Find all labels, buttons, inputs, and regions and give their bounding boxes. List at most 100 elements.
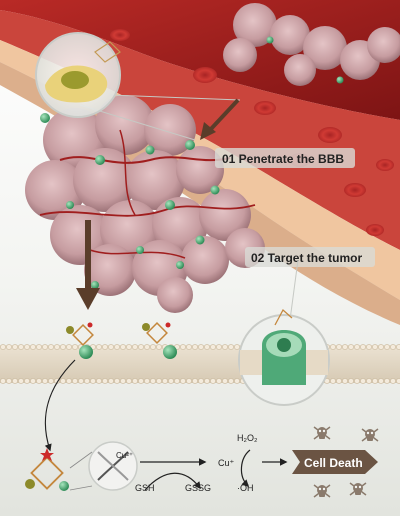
skull-icon [313,426,331,440]
nanoparticles [40,36,344,289]
lipid-head [114,378,120,384]
lipid-head [360,378,366,384]
lipid-head [342,344,348,350]
lipid-head [378,378,384,384]
skull-icon [361,428,379,442]
oh-text: ·OH [237,483,254,493]
lipid-head [66,378,72,384]
lipid-head [234,344,240,350]
red-blood-cell [193,67,217,83]
lipid-head [18,344,24,350]
lipid-head [24,344,30,350]
skull-icons [313,426,379,498]
lipid-head [186,378,192,384]
cu1-text: Cu⁺ [218,458,235,468]
lipid-head [12,344,18,350]
red-blood-cell [110,29,130,41]
step-1-label: 01 Penetrate the BBB [215,148,355,168]
arrow-internalize [44,359,76,452]
lipid-head [198,344,204,350]
membrane-nanoparticle-1 [66,322,94,359]
lipid-head [42,378,48,384]
lipid-head [18,378,24,384]
lipid-head [204,344,210,350]
lipid-head [162,378,168,384]
lipid-head [6,378,12,384]
lipid-head [192,344,198,350]
lipid-head [6,344,12,350]
lipid-head [36,344,42,350]
lipid-head [174,378,180,384]
lipid-head [348,378,354,384]
lipid-head [168,378,174,384]
lipid-head [48,344,54,350]
lipid-head [132,378,138,384]
lipid-head [390,344,396,350]
lipid-head [126,378,132,384]
lipid-head [66,344,72,350]
lipid-head [378,344,384,350]
lipid-head [36,378,42,384]
lipid-head [138,378,144,384]
lipid-head [108,344,114,350]
lipid-head [354,378,360,384]
lipid-head [30,344,36,350]
arrow-down [76,220,100,310]
lipid-head [204,378,210,384]
magnifier-lens-top [35,32,241,141]
red-blood-cell [318,127,342,143]
step-2-label: 02 Target the tumor [245,247,375,267]
lipid-head [72,344,78,350]
lipid-head [396,378,400,384]
lipid-head [126,344,132,350]
lipid-head [60,378,66,384]
lipid-head [120,378,126,384]
lipid-head [186,344,192,350]
lipid-head [198,378,204,384]
lipid-head [366,378,372,384]
lipid-head [216,344,222,350]
lipid-head [120,344,126,350]
lipid-head [42,344,48,350]
lipid-head [96,378,102,384]
lipid-head [336,378,342,384]
lipid-head [330,378,336,384]
lipid-head [234,378,240,384]
lipid-head [48,378,54,384]
step-1-text: 01 Penetrate the BBB [222,152,344,166]
lipid-head [366,344,372,350]
cu2-text: Cu²⁺ [116,451,133,460]
lipid-head [78,378,84,384]
lipid-head [138,344,144,350]
lipid-head [156,344,162,350]
lipid-head [72,378,78,384]
lipid-head [24,378,30,384]
lipid-head [360,344,366,350]
lipid-head [210,378,216,384]
tumor-cluster-upper [223,3,400,86]
lipid-head [180,344,186,350]
lipid-head [342,378,348,384]
lipid-head [210,344,216,350]
lipid-head [30,378,36,384]
cu2-bubble: Cu²⁺ [88,441,138,491]
redox-reaction: GSH GSSG Cu⁺ H₂O₂ ·OH [135,433,288,493]
lipid-head [84,378,90,384]
lipid-head [336,344,342,350]
lipid-head [114,344,120,350]
lipid-head [354,344,360,350]
lipid-head [144,344,150,350]
gssg-text: GSSG [185,483,211,493]
lipid-head [384,344,390,350]
lipid-head [396,344,400,350]
red-blood-cell [366,224,384,236]
lipid-head [180,378,186,384]
step-2-text: 02 Target the tumor [251,251,362,265]
lipid-head [150,378,156,384]
lipid-head [390,378,396,384]
red-blood-cell [254,101,276,115]
lipid-head [12,378,18,384]
lipid-head [228,344,234,350]
